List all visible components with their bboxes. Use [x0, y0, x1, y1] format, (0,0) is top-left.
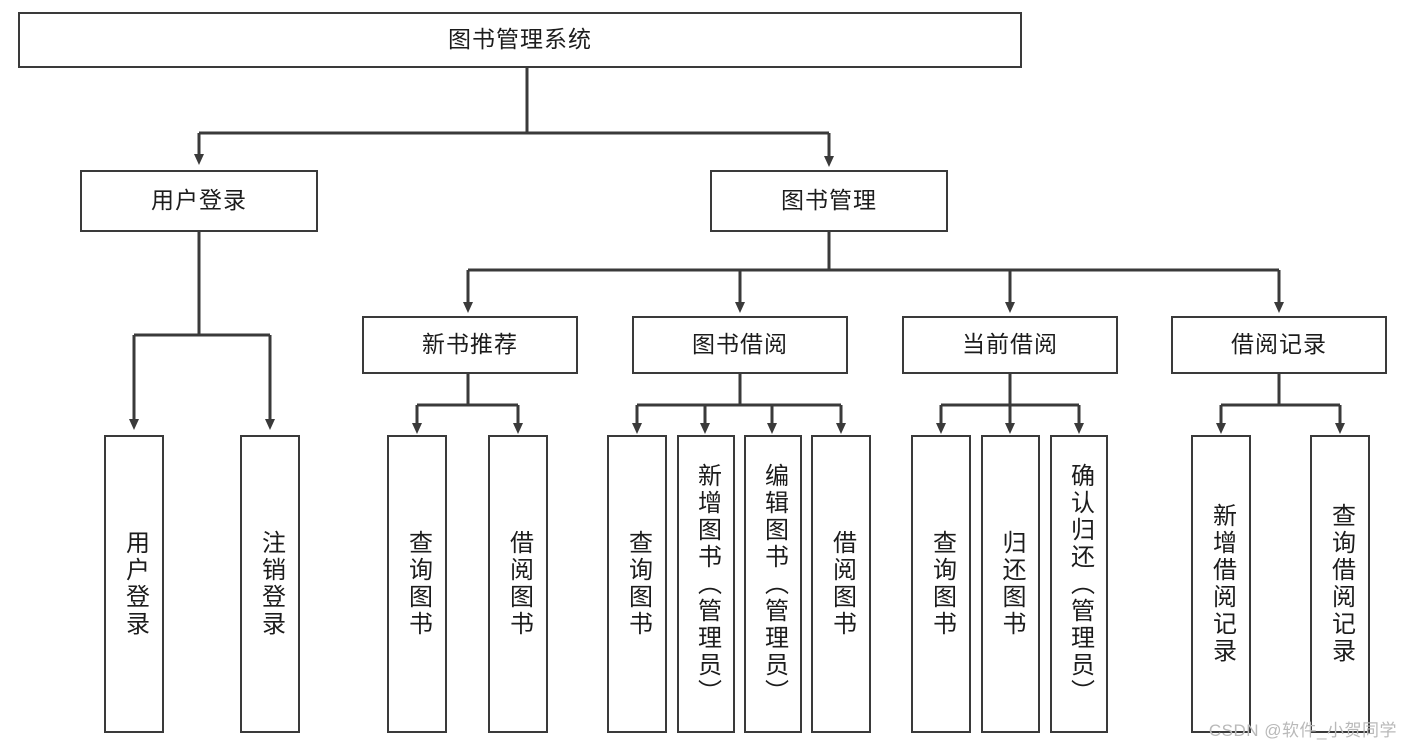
leaf-book-borrow-edit[interactable]: 编辑图书（管理员）: [744, 435, 802, 733]
node-label: 注销登录: [257, 530, 285, 638]
leaf-new-book-borrow[interactable]: 借阅图书: [488, 435, 548, 733]
node-book-management[interactable]: 图书管理: [710, 170, 948, 232]
node-label: 确认归还（管理员）: [1066, 462, 1094, 706]
node-new-book-recommend[interactable]: 新书推荐: [362, 316, 578, 374]
leaf-user-login-signin[interactable]: 用户登录: [104, 435, 164, 733]
csdn-watermark: CSDN @软件_小贺同学: [1208, 721, 1397, 740]
node-label: 用户登录: [151, 187, 247, 214]
leaf-book-borrow-query[interactable]: 查询图书: [607, 435, 667, 733]
node-label: 编辑图书（管理员）: [760, 462, 788, 706]
leaf-new-book-query[interactable]: 查询图书: [387, 435, 447, 733]
node-label: 借阅图书: [828, 530, 856, 638]
node-user-login[interactable]: 用户登录: [80, 170, 318, 232]
leaf-current-borrow-return[interactable]: 归还图书: [981, 435, 1040, 733]
node-current-borrow[interactable]: 当前借阅: [902, 316, 1118, 374]
node-label: 新增借阅记录: [1208, 503, 1236, 665]
node-borrow-record[interactable]: 借阅记录: [1171, 316, 1387, 374]
leaf-current-borrow-query[interactable]: 查询图书: [911, 435, 971, 733]
leaf-user-login-signout[interactable]: 注销登录: [240, 435, 300, 733]
node-label: 图书借阅: [692, 331, 788, 358]
leaf-current-borrow-confirm-return[interactable]: 确认归还（管理员）: [1050, 435, 1108, 733]
node-label: 当前借阅: [962, 331, 1058, 358]
node-label: 新增图书（管理员）: [693, 462, 721, 706]
node-label: 查询图书: [928, 530, 956, 638]
node-label: 查询借阅记录: [1327, 503, 1355, 665]
leaf-borrow-record-query[interactable]: 查询借阅记录: [1310, 435, 1370, 733]
leaf-book-borrow-lend[interactable]: 借阅图书: [811, 435, 871, 733]
leaf-book-borrow-add[interactable]: 新增图书（管理员）: [677, 435, 735, 733]
node-label: 借阅记录: [1231, 331, 1327, 358]
node-label: 归还图书: [997, 530, 1025, 638]
leaf-borrow-record-add[interactable]: 新增借阅记录: [1191, 435, 1251, 733]
node-label: 查询图书: [404, 530, 432, 638]
node-label: 图书管理系统: [448, 26, 592, 53]
node-label: 图书管理: [781, 187, 877, 214]
node-label: 新书推荐: [422, 331, 518, 358]
node-label: 借阅图书: [505, 530, 533, 638]
node-book-borrow[interactable]: 图书借阅: [632, 316, 848, 374]
node-label: 查询图书: [624, 530, 652, 638]
node-label: 用户登录: [121, 530, 149, 638]
node-root-library-management-system[interactable]: 图书管理系统: [18, 12, 1022, 68]
